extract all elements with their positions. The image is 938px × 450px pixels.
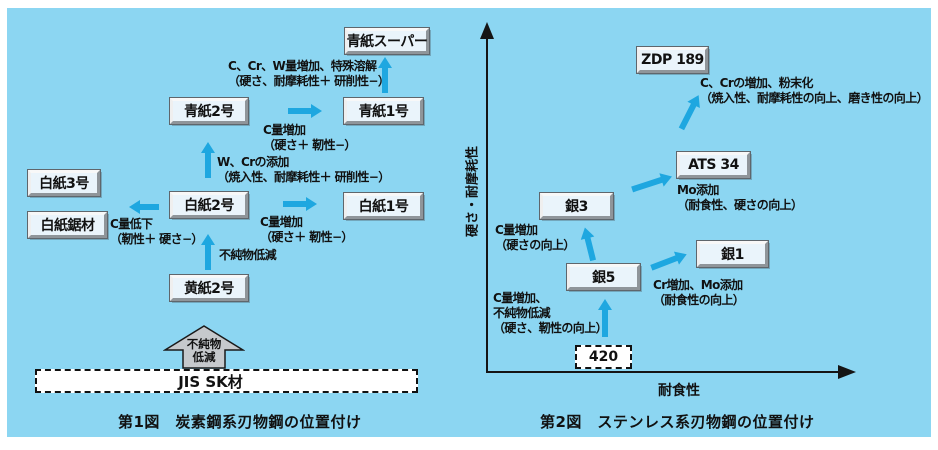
annotation-kigami2-to-shirogami2: 不純物低減 bbox=[219, 248, 277, 262]
right-arrow-icon bbox=[288, 104, 322, 118]
node-aogami2: 青紙2号 bbox=[170, 98, 248, 124]
annotation-to-aogami-super: C、Cr、W量増加、特殊溶解 （硬さ、耐摩耗性＋ 研削性−） bbox=[228, 59, 390, 88]
node-label: 白紙鋸材 bbox=[40, 218, 96, 234]
up-arrow-icon bbox=[578, 226, 600, 262]
node-label: 黄紙2号 bbox=[184, 281, 234, 297]
annotation-aogami2-to-aogami1: C量増加 （硬さ＋ 靭性−） bbox=[263, 123, 356, 152]
node-label: 白紙1号 bbox=[358, 199, 409, 215]
y-axis-label: 硬さ・耐摩耗性 bbox=[465, 146, 481, 238]
annotation-base420-to-gin5: C量増加、 不純物低減 （硬さ、靭性の向上） bbox=[493, 291, 608, 335]
node-gin1: 銀1 bbox=[697, 241, 768, 267]
diagonal-arrow-icon bbox=[630, 170, 674, 196]
node-ats34: ATS 34 bbox=[677, 152, 750, 178]
up-arrow-icon bbox=[201, 234, 215, 270]
node-420: 420 bbox=[575, 345, 632, 369]
diagonal-arrow-icon bbox=[675, 92, 705, 132]
big-arrow-label: 不純物 低減 bbox=[186, 337, 222, 364]
node-kigami2: 黄紙2号 bbox=[170, 275, 248, 301]
annotation-gin5-to-gin1: Cr増加、Mo添加 （耐食性の向上） bbox=[653, 278, 745, 307]
figure2-caption: 第2図 ステンレス系刃物鋼の位置付け bbox=[540, 413, 815, 431]
diagram-background bbox=[7, 8, 931, 437]
up-arrow-icon bbox=[598, 299, 612, 337]
node-label: ATS 34 bbox=[688, 157, 739, 173]
node-gin5: 銀5 bbox=[567, 264, 640, 290]
node-label: 銀3 bbox=[565, 199, 588, 215]
y-axis bbox=[486, 34, 488, 373]
node-zdp189: ZDP 189 bbox=[637, 47, 708, 73]
node-aogami1: 青紙1号 bbox=[344, 98, 423, 124]
annotation-ats34-to-zdp189: C、Crの増加、粉末化 （焼入性、耐摩耗性の向上、磨き性の向上） bbox=[700, 76, 929, 105]
y-axis-arrowhead-icon bbox=[480, 22, 494, 39]
x-axis-label: 耐食性 bbox=[658, 383, 700, 399]
left-arrow-icon bbox=[129, 200, 159, 214]
node-shirogami-saw: 白紙鋸材 bbox=[28, 212, 107, 238]
node-label: 青紙1号 bbox=[358, 104, 409, 120]
x-axis-arrowhead-icon bbox=[838, 365, 856, 379]
diagonal-arrow-icon bbox=[649, 248, 689, 275]
node-label: 青紙スーパー bbox=[346, 34, 428, 50]
node-shirogami1: 白紙1号 bbox=[344, 193, 423, 219]
node-shirogami3: 白紙3号 bbox=[28, 170, 100, 196]
node-label: ZDP 189 bbox=[641, 52, 704, 68]
node-label: 銀5 bbox=[592, 270, 615, 286]
node-shirogami2: 白紙2号 bbox=[170, 192, 248, 218]
node-label: 白紙2号 bbox=[184, 198, 234, 214]
annotation-shirogami2-to-aogami2: W、Crの添加 （焼入性、耐摩耗性＋ 研削性−） bbox=[217, 155, 390, 184]
annotation-shirogami2-to-shirogami1: C量増加 （硬さ＋ 靭性−） bbox=[260, 215, 353, 244]
node-gin3: 銀3 bbox=[540, 193, 613, 219]
node-label: 白紙3号 bbox=[39, 176, 89, 192]
x-axis bbox=[486, 371, 838, 373]
right-arrow-icon bbox=[283, 197, 317, 211]
annotation-gin3-to-ats34: Mo添加 （耐食性、硬さの向上） bbox=[677, 183, 803, 212]
up-arrow-icon bbox=[378, 57, 392, 93]
node-jis-sk: JIS SK材 bbox=[35, 369, 418, 393]
node-label: JIS SK材 bbox=[178, 372, 243, 391]
node-label: 銀1 bbox=[721, 247, 744, 263]
figure1-caption: 第1図 炭素鋼系刃物鋼の位置付け bbox=[118, 413, 362, 431]
annotation-shirogami2-to-left: C量低下 （靭性＋ 硬さ−） bbox=[110, 217, 203, 246]
node-label: 青紙2号 bbox=[184, 104, 234, 120]
purity-reduction-arrow-icon: 不純物 低減 bbox=[162, 325, 246, 369]
node-label: 420 bbox=[588, 349, 619, 365]
node-aogami-super: 青紙スーパー bbox=[345, 28, 429, 54]
annotation-gin5-to-gin3: C量増加 （硬さの向上） bbox=[495, 223, 575, 252]
up-arrow-icon bbox=[201, 142, 215, 178]
